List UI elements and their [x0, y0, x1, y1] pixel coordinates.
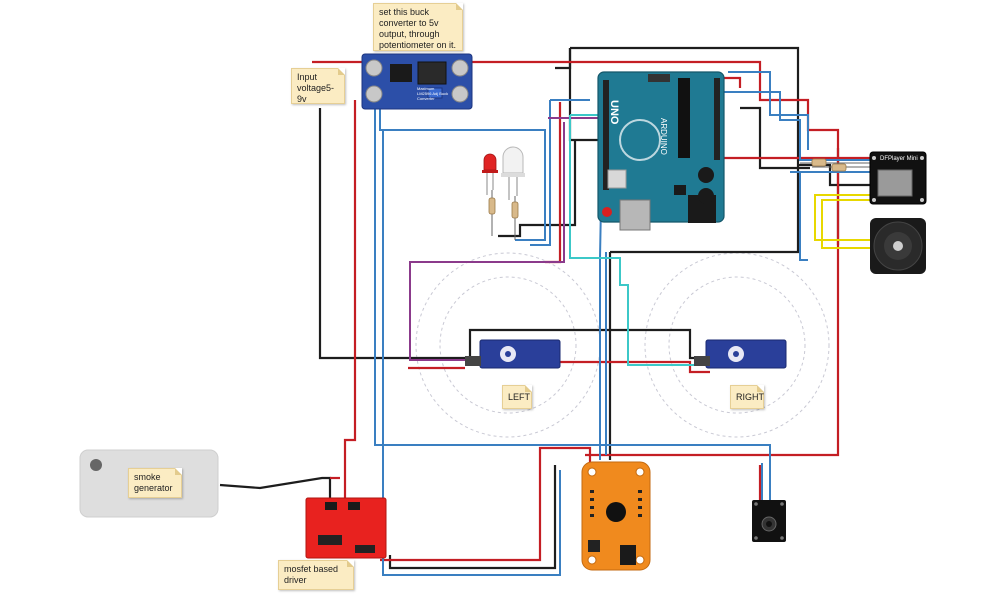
speaker-wires	[814, 194, 870, 249]
dfplayer-label: DFPlayer Mini	[880, 156, 918, 162]
mosfet-board	[305, 497, 387, 559]
arduino-model-label: UNO	[608, 100, 620, 125]
push-button-module	[752, 500, 786, 542]
note-mosfet-driver: mosfet based driver	[278, 560, 354, 590]
led-resistors	[488, 190, 519, 240]
servo-signal-wires	[409, 114, 710, 366]
buck-converter	[361, 53, 473, 110]
right-servo	[694, 339, 787, 369]
arduino-brand-label: ARDUINO	[659, 118, 668, 155]
red-led	[482, 153, 498, 195]
ground-wires	[219, 46, 870, 570]
note-left: LEFT	[502, 385, 532, 409]
note-input-voltage: Input voltage5-9v	[291, 68, 345, 104]
dfplayer-resistors	[800, 158, 870, 172]
buck-board-label: Maximum LM2596 Adj Buck Converter	[417, 86, 449, 101]
dfplayer-mini	[869, 151, 927, 205]
white-led	[501, 146, 525, 200]
speaker	[870, 218, 926, 274]
left-servo	[465, 339, 561, 369]
note-smoke-generator: smoke generator	[128, 468, 182, 498]
voice-module	[581, 461, 651, 571]
arduino-uno	[597, 71, 725, 231]
note-buck-converter: set this buck converter to 5v output, th…	[373, 3, 463, 51]
note-right: RIGHT	[730, 385, 764, 409]
